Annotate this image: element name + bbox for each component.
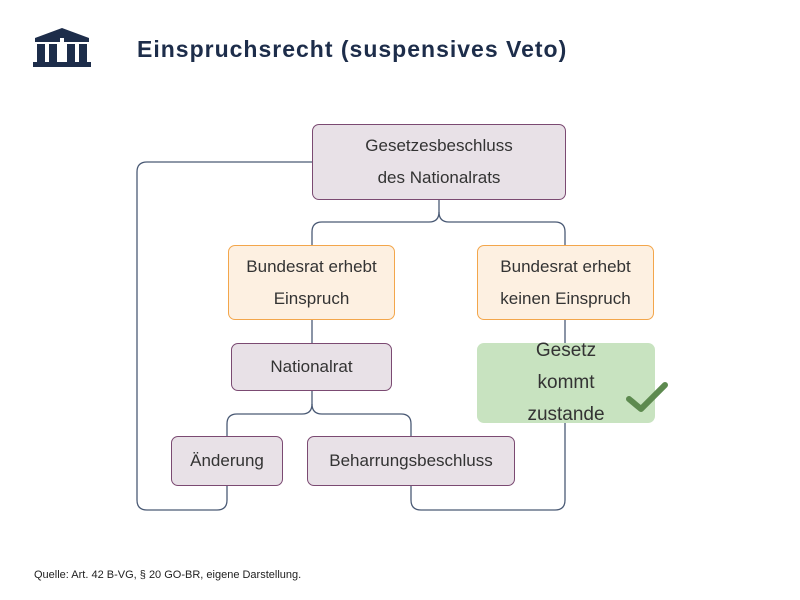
node-gesetzesbeschluss: Gesetzesbeschluss des Nationalrats bbox=[312, 124, 566, 200]
node-gesetz-zustande: Gesetz kommt zustande bbox=[477, 340, 655, 425]
source-note: Quelle: Art. 42 B-VG, § 20 GO-BR, eigene… bbox=[34, 569, 302, 581]
node-kein-einspruch: Bundesrat erhebt keinen Einspruch bbox=[477, 245, 654, 320]
node-aenderung: Änderung bbox=[171, 436, 283, 486]
page-title: Einspruchsrecht (suspensives Veto) bbox=[137, 36, 568, 62]
parliament-logo-icon bbox=[33, 28, 91, 67]
node-beharrungsbeschluss: Beharrungsbeschluss bbox=[307, 436, 515, 486]
node-einspruch: Bundesrat erhebt Einspruch bbox=[228, 245, 395, 320]
checkmark-icon bbox=[626, 382, 668, 412]
node-nationalrat: Nationalrat bbox=[231, 343, 392, 391]
